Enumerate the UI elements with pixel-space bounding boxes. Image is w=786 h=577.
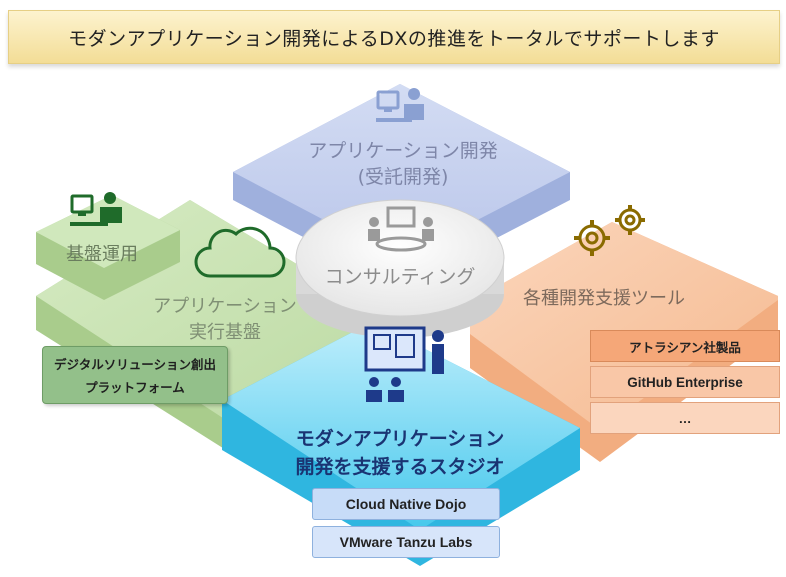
tool-item: GitHub Enterprise	[590, 366, 780, 398]
platform-sub-line2: プラットフォーム	[85, 380, 185, 395]
meeting-table-icon	[368, 206, 434, 252]
ops-label: 基盤運用	[66, 244, 138, 265]
platform-subtitle: 実行基盤	[189, 322, 261, 343]
tool-item: …	[590, 402, 780, 434]
banner-title: モダンアプリケーション開発によるDXの推進をトータルでサポートします	[68, 27, 720, 50]
platform-title: アプリケーション	[153, 296, 297, 317]
studio-subtitle: 開発を支援するスタジオ	[295, 456, 505, 478]
tools-label: 各種開発支援ツール	[523, 288, 685, 309]
presentation-board-icon	[364, 326, 444, 374]
person-at-computer-icon	[70, 192, 122, 226]
platform-sub-line1: デジタルソリューション創出	[53, 357, 216, 372]
consulting-label: コンサルティング	[324, 266, 476, 288]
person-at-computer-icon	[376, 88, 424, 122]
studio-title: モダンアプリケーション	[295, 428, 505, 450]
app-dev-title: アプリケーション開発	[308, 140, 498, 162]
platform-sub-box: デジタルソリューション創出 プラットフォーム	[42, 346, 228, 404]
ops-tile	[36, 195, 180, 300]
gears-icon	[574, 205, 645, 256]
tool-item: アトラシアン社製品	[590, 330, 780, 362]
audience-icon	[366, 377, 404, 402]
consulting-disc	[295, 199, 505, 338]
banner: モダンアプリケーション開発によるDXの推進をトータルでサポートします	[8, 10, 780, 64]
cloud-icon	[194, 226, 286, 278]
app-dev-subtitle: (受託開発)	[357, 166, 449, 188]
studio-item: Cloud Native Dojo	[312, 488, 500, 520]
studio-item: VMware Tanzu Labs	[312, 526, 500, 558]
